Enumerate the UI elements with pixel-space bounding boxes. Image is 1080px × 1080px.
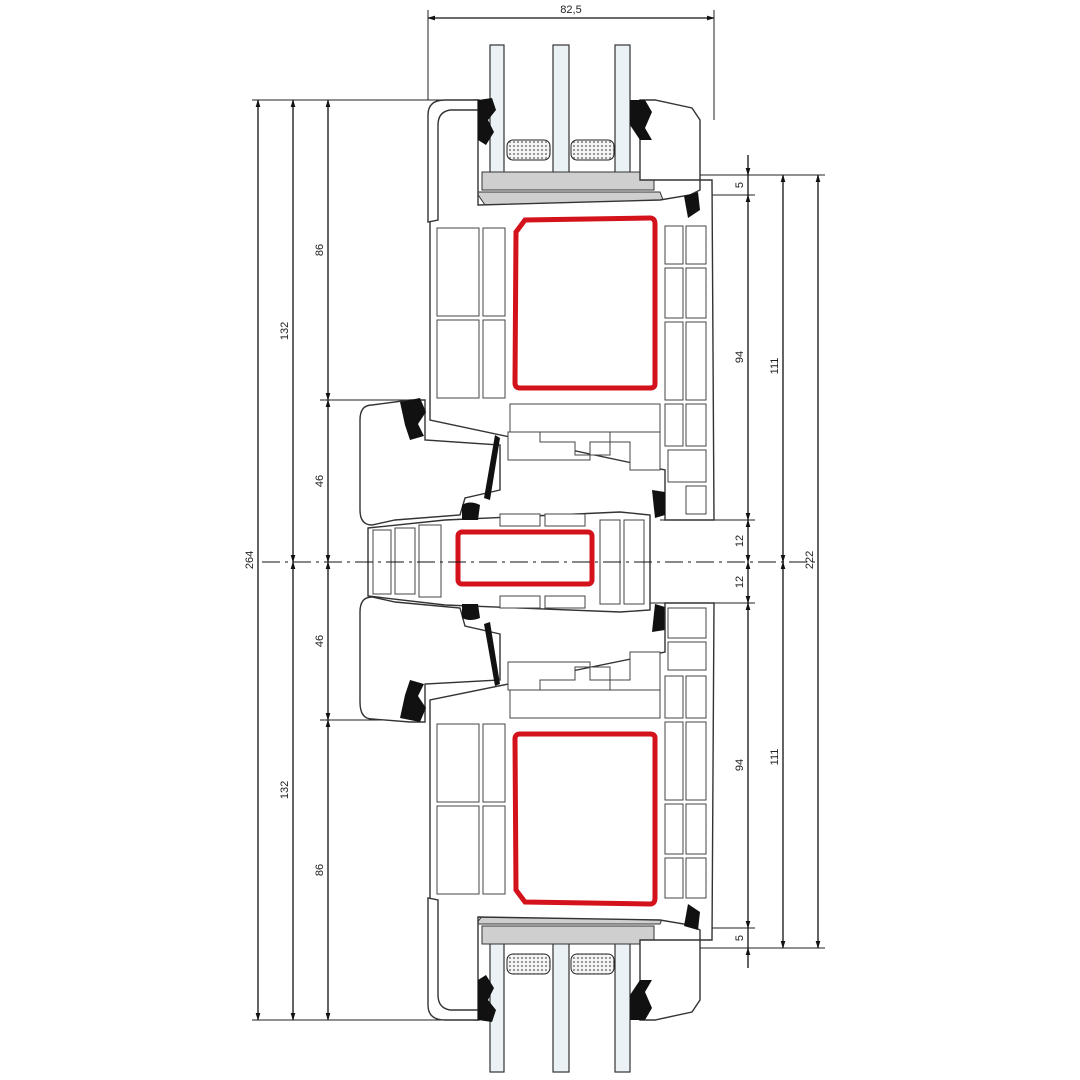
- lower-steel-reinforcement: [512, 731, 658, 907]
- chamber-grid-upper-right: [664, 225, 707, 515]
- upper-sash-profile: [427, 98, 715, 521]
- left-dimensions: 264 132 132 86 46 46 86: [244, 99, 480, 1021]
- dim-label-86-lower: 86: [314, 864, 326, 876]
- dim-label-111-lower: 111: [769, 749, 781, 766]
- lower-sash-profile: [427, 602, 715, 1022]
- glazing-top: [475, 44, 666, 213]
- dim-label-111-upper: 111: [769, 358, 781, 375]
- dimension-overall-depth: 82,5: [427, 4, 715, 120]
- dim-label-12-upper: 12: [734, 535, 746, 547]
- mullion-chambers: [372, 513, 645, 609]
- dim-label-5-bottom: 5: [734, 935, 746, 941]
- dim-label-264: 264: [244, 551, 256, 569]
- mullion-profile: [359, 398, 665, 723]
- dim-label-12-lower: 12: [734, 576, 746, 588]
- chamber-grid-lower-left: [436, 723, 506, 895]
- dim-label-82-5: 82,5: [560, 4, 581, 16]
- chamber-grid-lower-right: [664, 607, 707, 899]
- dim-label-132-upper: 132: [279, 322, 291, 340]
- dim-label-86-upper: 86: [314, 244, 326, 256]
- dim-label-5-top: 5: [734, 182, 746, 188]
- dim-label-132-lower: 132: [279, 781, 291, 799]
- dim-label-94-lower: 94: [734, 759, 746, 771]
- upper-steel-reinforcement: [512, 215, 658, 391]
- chamber-grid-upper-left: [436, 227, 506, 399]
- dim-label-46-lower: 46: [314, 635, 326, 647]
- dim-label-46-upper: 46: [314, 475, 326, 487]
- dim-label-222: 222: [804, 551, 816, 569]
- mullion-steel-reinforcement: [455, 529, 595, 587]
- dim-label-94-upper: 94: [734, 351, 746, 363]
